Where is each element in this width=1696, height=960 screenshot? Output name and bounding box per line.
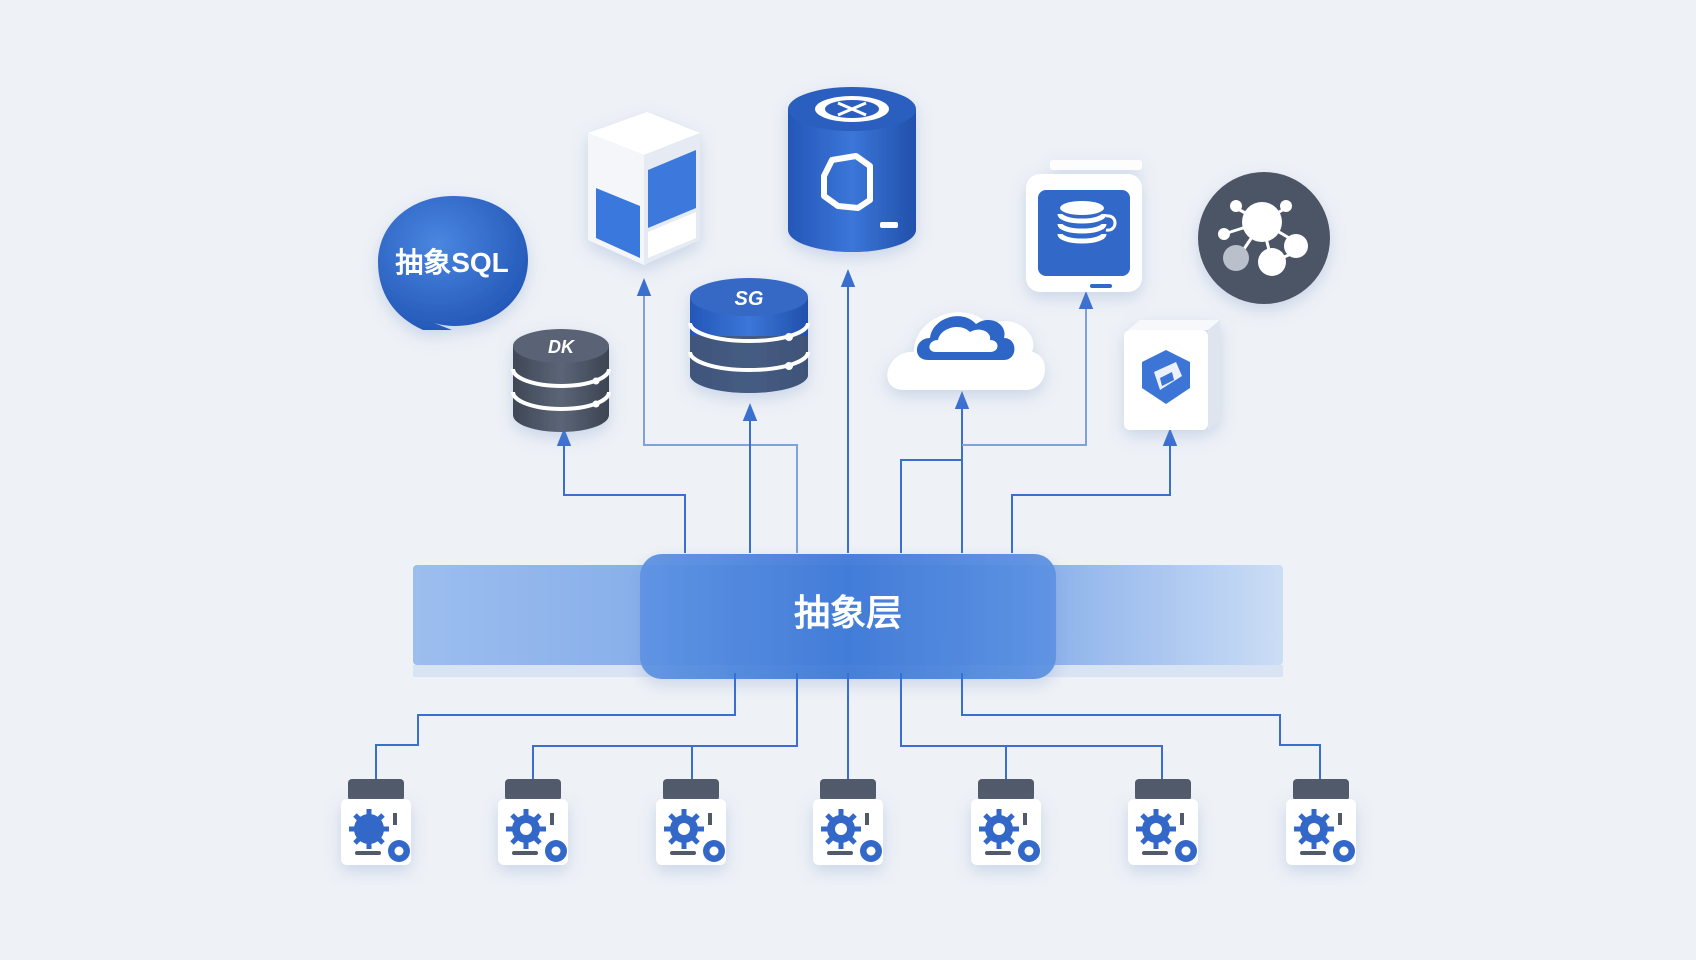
service-node-7 xyxy=(1286,779,1356,865)
connector-service-5 xyxy=(900,673,1163,780)
dark-database-stack-icon: DK xyxy=(511,329,611,432)
service-node-4 xyxy=(813,779,883,865)
service-node-5 xyxy=(971,779,1041,865)
upper-connectors xyxy=(556,269,1178,553)
dk-label: DK xyxy=(548,337,576,357)
service-gear-chip-icon xyxy=(1128,779,1198,865)
cloud-icon xyxy=(887,312,1045,390)
lower-connectors xyxy=(375,673,1321,780)
layer-core xyxy=(640,554,1056,679)
connector-cloud-branch xyxy=(900,459,962,553)
large-cylinder-icon xyxy=(788,87,916,252)
layer-label: 抽象层 xyxy=(794,592,902,633)
white-blue-cube-icon xyxy=(588,112,700,265)
service-node-2 xyxy=(498,779,568,865)
shield-cube-icon xyxy=(1124,320,1220,430)
connector-white-cube xyxy=(636,278,798,553)
service-gear-chip-icon xyxy=(656,779,726,865)
service-node-1 xyxy=(341,779,411,865)
sql-label: 抽象SQL xyxy=(395,246,509,278)
connector-shield-cube xyxy=(1011,428,1178,553)
service-gear-chip-icon xyxy=(813,779,883,865)
sql-speech-bubble-icon: 抽象SQL xyxy=(378,196,528,330)
service-gear-chip-icon xyxy=(1286,779,1356,865)
sg-label: SG xyxy=(735,288,764,310)
blue-database-stack-icon: SG xyxy=(688,278,810,393)
connector-service-1 xyxy=(375,673,736,780)
service-node-3 xyxy=(656,779,726,865)
connector-app-db xyxy=(962,291,1094,446)
abstraction-layer: 抽象层 xyxy=(413,554,1283,679)
service-gear-chip-icon xyxy=(971,779,1041,865)
connector-service-2 xyxy=(532,673,798,780)
service-gear-chip-icon xyxy=(341,779,411,865)
connector-service-7 xyxy=(961,673,1321,780)
service-gear-chip-icon xyxy=(498,779,568,865)
app-window-database-icon xyxy=(1026,160,1142,292)
connector-dk-db xyxy=(556,428,686,553)
graph-network-icon xyxy=(1198,172,1330,304)
service-node-6 xyxy=(1128,779,1198,865)
